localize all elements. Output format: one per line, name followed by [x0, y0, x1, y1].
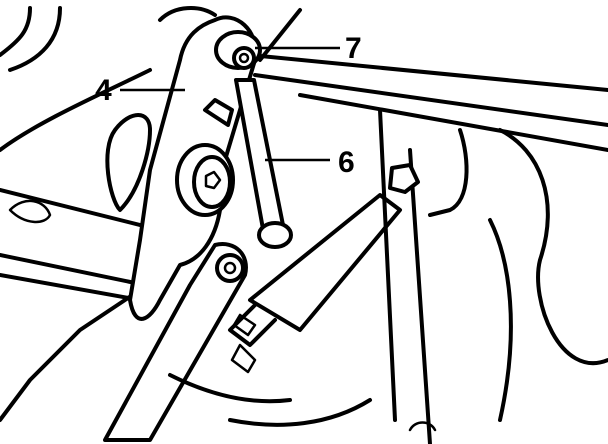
cross-bracket — [228, 193, 402, 374]
connecting-rod — [234, 78, 293, 249]
callout-label-4: 4 — [95, 74, 112, 107]
callout-label-7: 7 — [345, 32, 362, 65]
upper-rod — [248, 53, 608, 152]
upper-joint — [214, 30, 262, 70]
housing-outline — [0, 6, 302, 422]
callout-label-6: 6 — [338, 146, 355, 179]
vertical-post — [378, 108, 608, 444]
left-rail — [0, 188, 162, 302]
lower-link — [103, 242, 248, 442]
lower-frame — [168, 373, 437, 432]
callout-leaders — [120, 46, 340, 162]
pivot-bushing — [175, 143, 235, 217]
